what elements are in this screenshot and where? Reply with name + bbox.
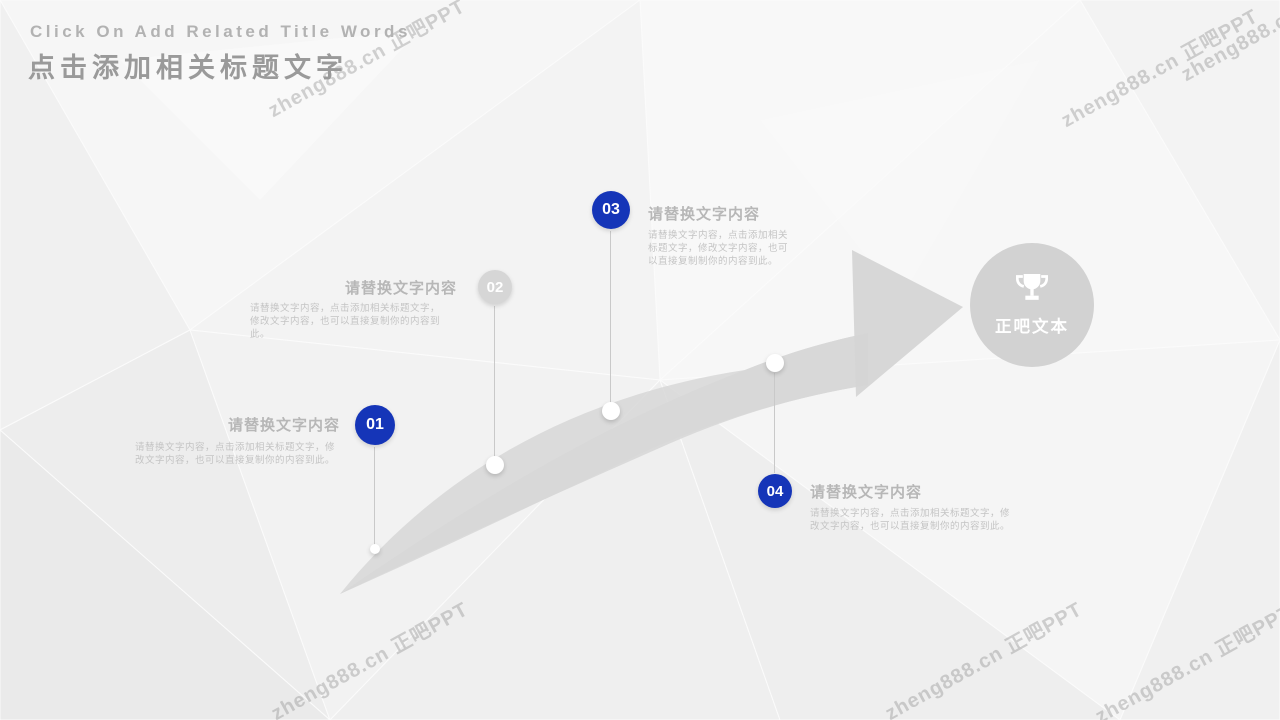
- connector-line-01: [374, 447, 375, 545]
- step-badge-04[interactable]: 04: [758, 474, 792, 508]
- step-badge-02[interactable]: 02: [478, 270, 512, 304]
- step-badge-03[interactable]: 03: [592, 191, 630, 229]
- step-04-title[interactable]: 请替换文字内容: [810, 484, 923, 501]
- step-03-title[interactable]: 请替换文字内容: [648, 206, 761, 223]
- step-02-title[interactable]: 请替换文字内容: [344, 280, 457, 297]
- connector-line-02: [494, 306, 495, 458]
- timeline-dot-02: [486, 456, 504, 474]
- goal-label: 正吧文本: [995, 318, 1069, 336]
- step-01-body[interactable]: 请替换文字内容，点击添加相关标题文字，修改文字内容，也可以直接复制你的内容到此。: [135, 442, 336, 466]
- step-02-body[interactable]: 请替换文字内容，点击添加相关标题文字，修改文字内容，也可以直接复制你的内容到此。: [250, 303, 441, 340]
- slide-title-chinese[interactable]: 点击添加相关标题文字: [28, 53, 348, 83]
- trophy-icon: [1016, 274, 1048, 300]
- slide-title-english[interactable]: Click On Add Related Title Words: [30, 22, 411, 41]
- connector-line-03: [610, 231, 611, 403]
- connector-line-04: [774, 373, 775, 473]
- goal-circle[interactable]: 正吧文本: [970, 243, 1094, 367]
- timeline-dot-01: [370, 544, 380, 554]
- timeline-dot-03: [602, 402, 620, 420]
- timeline-dot-04: [766, 354, 784, 372]
- step-03-body[interactable]: 请替换文字内容，点击添加相关标题文字，修改文字内容，也可以直接复制制你的内容到此…: [648, 230, 789, 267]
- step-01-title[interactable]: 请替换文字内容: [227, 417, 340, 434]
- step-04-body[interactable]: 请替换文字内容，点击添加相关标题文字，修改文字内容，也可以直接复制你的内容到此。: [810, 508, 1011, 532]
- step-badge-01[interactable]: 01: [355, 405, 395, 445]
